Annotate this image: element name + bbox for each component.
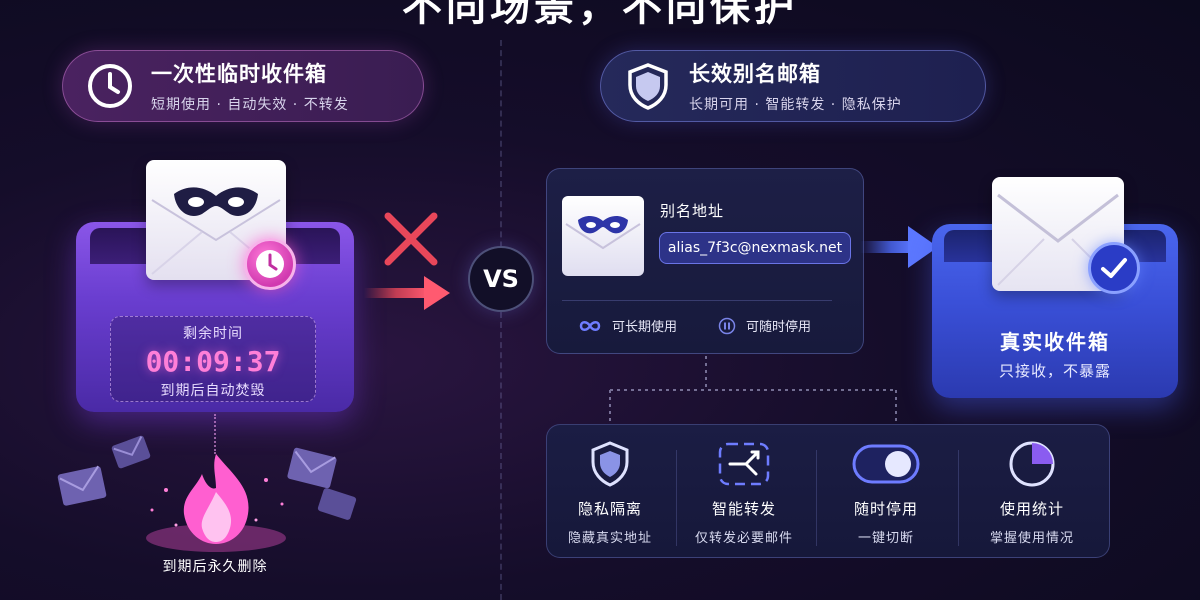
envelope-icon [57, 465, 107, 506]
feature-title: 随时停用 [853, 500, 918, 518]
alias-card-separator [562, 300, 832, 301]
envelope-icon [287, 447, 337, 489]
arrow-right-icon [364, 276, 450, 310]
real-inbox-subtitle: 只接收，不暴露 [998, 362, 1111, 380]
clock-icon [88, 64, 132, 108]
center-divider [500, 40, 502, 600]
timer-value: 00:09:37 [145, 345, 281, 378]
shield-icon [591, 441, 629, 487]
pie-chart-icon [1009, 441, 1055, 487]
feature-panel [546, 424, 1110, 558]
feature-disable-anytime: 随时停用 一键切断 [816, 438, 956, 546]
feature-subtitle: 掌握使用情况 [989, 531, 1074, 546]
alias-mailbox-header: 长效别名邮箱 长期可用 · 智能转发 · 隐私保护 [600, 50, 986, 122]
timer-clock-badge-icon [244, 238, 296, 290]
disposable-inbox-subtitle: 短期使用 · 自动失效 · 不转发 [151, 97, 349, 113]
alias-feature-pausable: 可随时停用 [718, 316, 811, 335]
feature-usage-stats: 使用统计 掌握使用情况 [962, 438, 1102, 546]
feature-title: 智能转发 [711, 500, 776, 518]
alias-address-label: 别名地址 [660, 202, 725, 220]
feature-subtitle: 隐藏真实地址 [567, 531, 652, 546]
timer-note: 到期后自动焚毁 [160, 383, 266, 399]
vs-badge: VS [468, 246, 534, 312]
pause-icon [718, 317, 736, 334]
feature-subtitle: 一键切断 [857, 531, 914, 546]
alias-feature-long-term: 可长期使用 [578, 316, 677, 335]
feature-divider [958, 450, 959, 546]
feature-divider [676, 450, 677, 546]
envelope-icon [111, 435, 151, 469]
alias-address-field[interactable]: alias_7f3c@nexmask.net [659, 232, 851, 264]
close-icon [384, 212, 438, 266]
dotted-connector [609, 356, 897, 424]
alias-feature-label: 可长期使用 [612, 320, 678, 335]
feature-divider [816, 450, 817, 546]
dotted-connector [214, 414, 216, 454]
fire-icon [183, 454, 249, 544]
feature-privacy-isolation: 隐私隔离 隐藏真实地址 [540, 438, 680, 546]
countdown-timer-panel: 剩余时间 00:09:37 到期后自动焚毁 [110, 316, 316, 402]
page-title: 不同场景，不同保护 [402, 0, 798, 30]
real-inbox-title: 真实收件箱 [1000, 330, 1110, 354]
disposable-inbox-header: 一次性临时收件箱 短期使用 · 自动失效 · 不转发 [62, 50, 424, 122]
timer-label: 剩余时间 [183, 326, 243, 342]
infinity-icon [579, 320, 601, 331]
burning-envelopes-illustration [57, 435, 357, 552]
forward-icon [718, 442, 770, 486]
feature-title: 使用统计 [999, 500, 1064, 518]
feature-smart-forward: 智能转发 仅转发必要邮件 [674, 438, 814, 546]
disposable-inbox-title: 一次性临时收件箱 [151, 62, 327, 86]
alias-feature-label: 可随时停用 [746, 320, 812, 335]
feature-title: 隐私隔离 [577, 500, 642, 518]
masked-envelope-icon [562, 196, 644, 276]
alias-mailbox-title: 长效别名邮箱 [689, 62, 821, 86]
shield-icon [628, 63, 668, 110]
permanent-delete-note: 到期后永久删除 [162, 559, 268, 575]
feature-subtitle: 仅转发必要邮件 [694, 531, 793, 546]
checkmark-icon [1088, 242, 1140, 294]
arrow-right-icon [860, 226, 938, 268]
envelope-icon [317, 488, 357, 520]
alias-mailbox-subtitle: 长期可用 · 智能转发 · 隐私保护 [689, 97, 902, 113]
toggle-icon[interactable] [851, 442, 921, 486]
